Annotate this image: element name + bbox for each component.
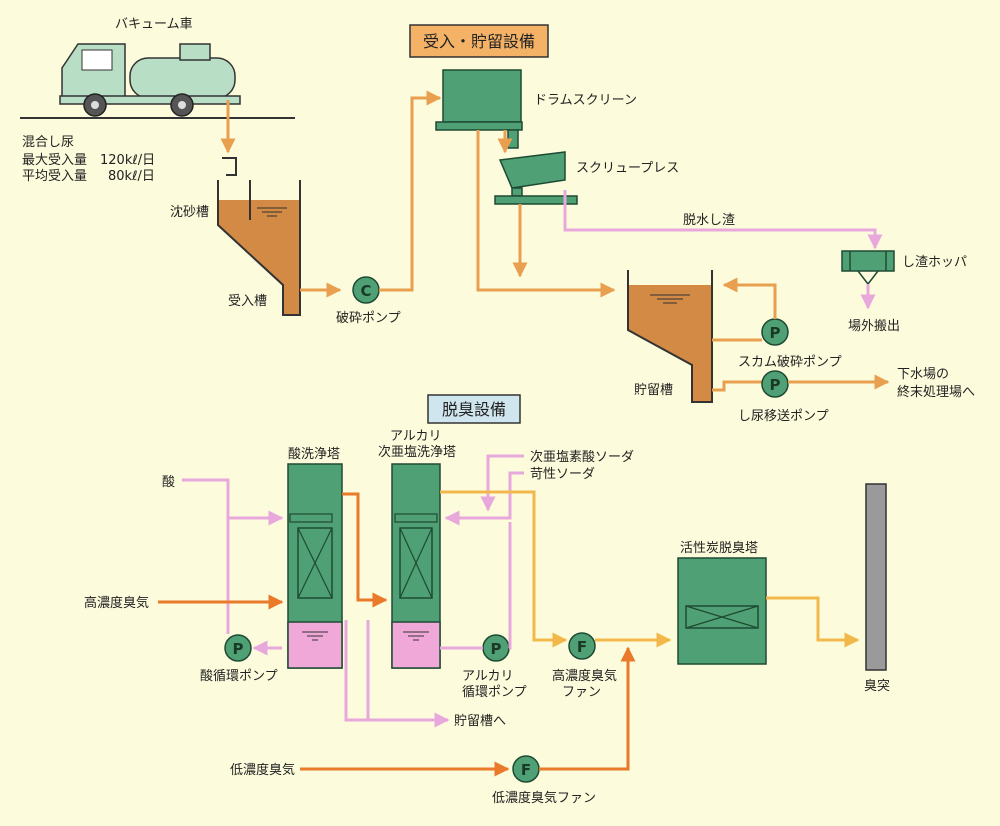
acid-tower-label: 酸洗浄塔 — [288, 447, 340, 462]
vacuum-truck-icon — [20, 43, 295, 119]
crush-pump[interactable]: C — [352, 276, 380, 304]
stack-label: 臭突 — [864, 678, 890, 694]
high-fan-symbol: F — [577, 638, 587, 656]
alkali-pump[interactable]: P — [482, 634, 510, 662]
alkali-wash-tower — [391, 463, 441, 669]
avg-label: 平均受入量 — [22, 169, 87, 184]
high-odor-label: 高濃度臭気 — [84, 595, 149, 611]
title-deodor-text: 脱臭設備 — [442, 400, 506, 419]
carbon-tower-label: 活性炭脱臭塔 — [680, 541, 758, 556]
alk-tower-label2: 次亜塩洗浄塔 — [378, 444, 456, 460]
destination-line1: 下水場の — [897, 367, 949, 382]
scum-pump[interactable]: P — [761, 318, 789, 346]
scum-pump-label: スカム破砕ポンプ — [738, 355, 842, 370]
drum-screen — [435, 69, 523, 149]
receiving-tank-label: 受入槽 — [228, 294, 267, 309]
alkali-pump-symbol: P — [491, 640, 502, 658]
hypo-label: 次亜塩素酸ソーダ — [530, 449, 634, 465]
alk-tower-label1: アルカリ — [390, 429, 441, 444]
transfer-pump-label: し尿移送ポンプ — [738, 409, 829, 424]
screw-press — [494, 151, 578, 205]
dewatered-label: 脱水し渣 — [683, 213, 735, 228]
storage-tank-label: 貯留槽 — [634, 383, 673, 398]
to-storage-label: 貯留槽へ — [454, 714, 506, 729]
acid-wash-tower — [287, 463, 343, 669]
acid-pump[interactable]: P — [224, 634, 252, 662]
transfer-pump[interactable]: P — [761, 370, 789, 398]
high-fan-label1: 高濃度臭気 — [552, 668, 617, 684]
avg-value: 80kℓ/日 — [108, 169, 155, 184]
drum-screen-label: ドラムスクリーン — [534, 93, 637, 108]
title-receive: 受入・貯留設備 — [409, 24, 549, 58]
mixed-label: 混合し尿 — [22, 135, 74, 150]
destination-line2: 終末処理場へ — [897, 384, 975, 400]
crush-pump-label: 破砕ポンプ — [336, 311, 401, 326]
stack — [865, 483, 887, 671]
title-deodor: 脱臭設備 — [427, 394, 521, 424]
vacuum-truck-label: バキューム車 — [115, 17, 193, 32]
low-fan-label: 低濃度臭気ファン — [492, 790, 596, 806]
low-odor-fan[interactable]: F — [512, 755, 540, 783]
scum-pump-symbol: P — [770, 324, 781, 342]
crush-pump-symbol: C — [360, 282, 371, 300]
acid-label: 酸 — [162, 475, 175, 490]
high-fan-label2: ファン — [562, 685, 601, 700]
receiving-tank — [217, 157, 301, 316]
screw-press-label: スクリュープレス — [576, 161, 679, 176]
storage-tank — [627, 270, 713, 403]
alkali-pump-label2: 循環ポンプ — [462, 685, 527, 700]
low-odor-label: 低濃度臭気 — [230, 762, 295, 778]
acid-pump-label: 酸循環ポンプ — [200, 669, 278, 684]
max-value: 120kℓ/日 — [100, 153, 155, 168]
hopper-label: し渣ホッパ — [902, 255, 967, 270]
title-receive-text: 受入・貯留設備 — [423, 32, 535, 51]
transfer-pump-symbol: P — [770, 376, 781, 394]
max-label: 最大受入量 — [22, 153, 87, 168]
caustic-label: 苛性ソーダ — [530, 467, 595, 482]
hopper — [841, 250, 895, 286]
high-odor-fan[interactable]: F — [568, 632, 596, 660]
offsite-label: 場外搬出 — [848, 319, 900, 334]
low-fan-symbol: F — [521, 761, 531, 779]
alkali-pump-label1: アルカリ — [462, 669, 513, 684]
acid-pump-symbol: P — [233, 640, 244, 658]
carbon-tower — [677, 557, 767, 665]
sand-tank-label: 沈砂槽 — [170, 205, 209, 220]
